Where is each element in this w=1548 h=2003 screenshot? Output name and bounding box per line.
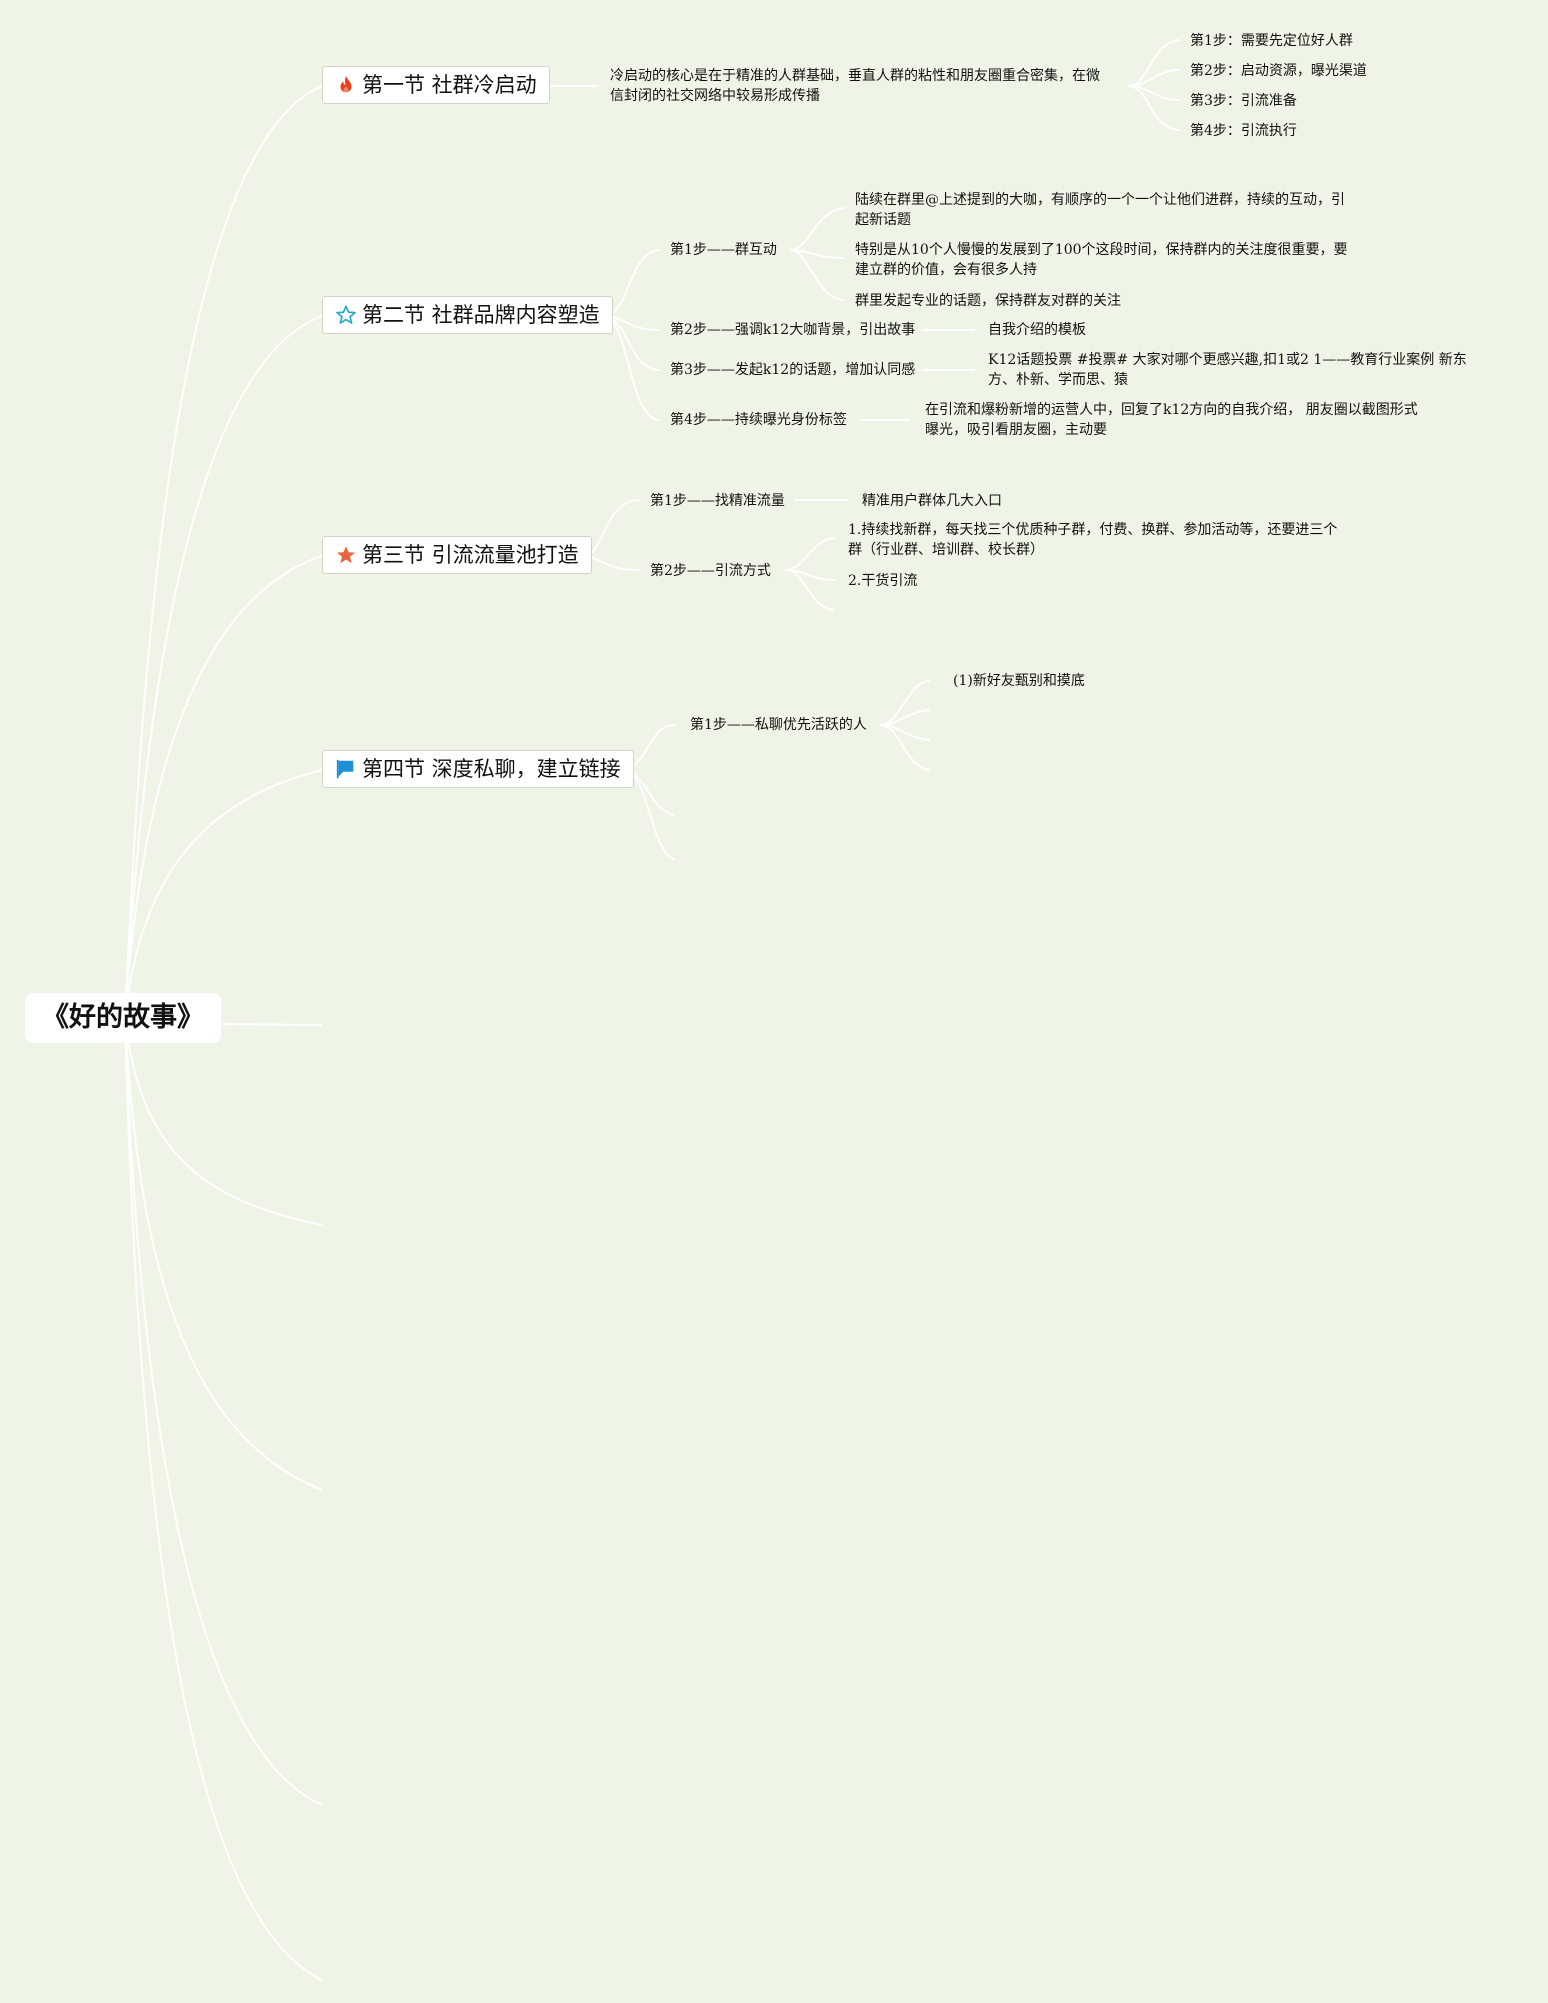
section-2-step-1-detail-3: 群里发起专业的话题，保持群友对群的关注 [855,293,1121,309]
section-2-step-4: 第4步——持续曝光身份标签 [670,412,847,428]
root-topic[interactable]: 《好的故事》 [25,993,221,1043]
section-4-node[interactable]: 第四节 深度私聊，建立链接 [322,750,634,788]
section-1-node[interactable]: 第一节 社群冷启动 [322,66,550,104]
section-3-step-1: 第1步——找精准流量 [650,493,785,509]
flag-icon [335,758,357,780]
section-2-step-2: 第2步——强调k12大咖背景，引出故事 [670,322,916,338]
section-3-node[interactable]: 第三节 引流流量池打造 [322,536,592,574]
section-2-step-3-detail: K12话题投票 #投票# 大家对哪个更感兴趣,扣1或2 1——教育行业案例 新东… [988,352,1467,388]
section-3-step-2-detail-2: 2.干货引流 [848,573,918,589]
star-filled-icon [335,544,357,566]
section-3-step-2: 第2步——引流方式 [650,563,771,579]
section-2-step-1-detail-2: 特别是从10个人慢慢的发展到了100个这段时间，保持群内的关注度很重要，要建立群… [855,242,1348,278]
section-1-step-2: 第2步：启动资源，曝光渠道 [1190,63,1367,79]
star-outline-icon [335,304,357,326]
section-4-step-1: 第1步——私聊优先活跃的人 [690,717,867,733]
section-4-step-1-detail: (1)新好友甄别和摸底 [953,673,1085,689]
section-3-step-1-detail: 精准用户群体几大入口 [862,493,1002,509]
section-1-step-1: 第1步：需要先定位好人群 [1190,33,1353,49]
section-2-title: 第二节 社群品牌内容塑造 [362,303,600,327]
section-1-step-3: 第3步：引流准备 [1190,93,1297,109]
flame-icon [335,74,357,96]
section-3-step-2-detail-1: 1.持续找新群，每天找三个优质种子群，付费、换群、参加活动等，还要进三个群（行业… [848,522,1338,558]
section-1-summary: 冷启动的核心是在于精准的人群基础，垂直人群的粘性和朋友圈重合密集，在微信封闭的社… [610,68,1100,104]
section-2-step-2-detail: 自我介绍的模板 [988,322,1086,338]
section-2-step-4-detail: 在引流和爆粉新增的运营人中，回复了k12方向的自我介绍， 朋友圈以截图形式曝光，… [925,402,1418,438]
section-2-step-3: 第3步——发起k12的话题，增加认同感 [670,362,916,378]
section-2-node[interactable]: 第二节 社群品牌内容塑造 [322,296,613,334]
section-4-title: 第四节 深度私聊，建立链接 [362,757,621,781]
section-3-title: 第三节 引流流量池打造 [362,543,579,567]
section-1-title: 第一节 社群冷启动 [362,73,537,97]
section-1-step-4: 第4步：引流执行 [1190,123,1297,139]
section-2-step-1-detail-1: 陆续在群里@上述提到的大咖，有顺序的一个一个让他们进群，持续的互动，引起新话题 [855,192,1345,228]
section-2-step-1: 第1步——群互动 [670,242,777,258]
